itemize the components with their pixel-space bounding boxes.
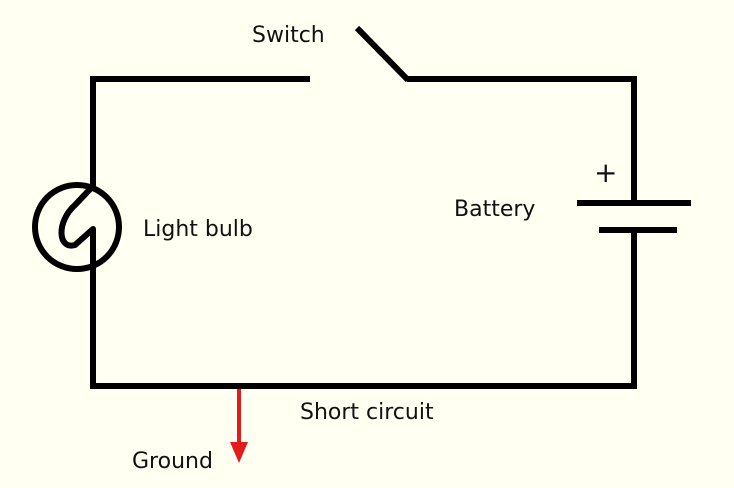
ground-arrow-head	[230, 442, 248, 463]
circuit-wires	[90, 76, 637, 389]
light-bulb-filament	[58, 183, 96, 262]
battery-symbol	[577, 200, 691, 233]
wire-top-right	[407, 76, 637, 201]
ground-arrow	[230, 389, 248, 463]
light-bulb-symbol	[32, 182, 122, 272]
wire-left-bottom	[90, 230, 637, 389]
switch-label: Switch	[252, 23, 325, 48]
battery-label: Battery	[454, 197, 535, 222]
light-bulb-circle	[32, 182, 122, 272]
short-circuit-label: Short circuit	[300, 400, 434, 425]
ground-label: Ground	[132, 449, 213, 474]
light-bulb-label: Light bulb	[143, 217, 253, 242]
wire-top-left	[90, 76, 310, 186]
switch-lever	[354, 25, 411, 83]
battery-plus-label: +	[594, 156, 617, 189]
